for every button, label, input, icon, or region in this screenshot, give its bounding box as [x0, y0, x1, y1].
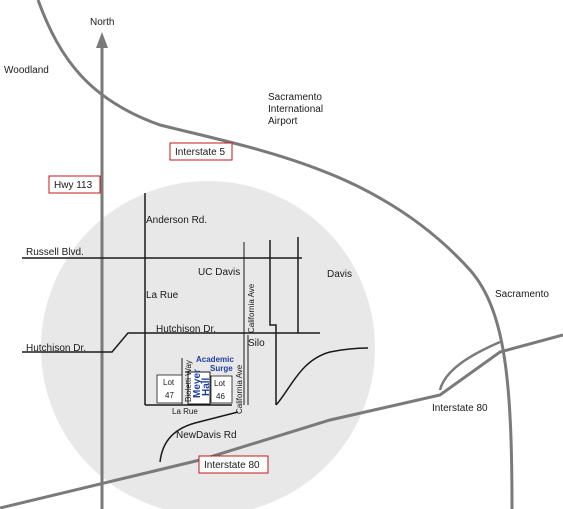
hutchison-dr-road: [22, 332, 320, 353]
interstate-80-ramp: [438, 340, 501, 391]
campus-area-circle: [41, 181, 375, 509]
uc-davis-label: UC Davis: [198, 267, 240, 278]
silo-label: Silo: [248, 338, 265, 349]
california-ave-lower-label: California Ave: [235, 364, 244, 414]
hwy-113-shield[interactable]: Hwy 113: [54, 180, 93, 191]
airport-label-line1: Sacramento: [268, 92, 322, 103]
new-davis-rd-road: [159, 411, 239, 463]
airport-label-line2: International: [268, 104, 323, 115]
interstate-80-shield[interactable]: Interstate 80: [204, 460, 260, 471]
davis-road-a: [269, 240, 277, 405]
anderson-label: Anderson Rd.: [146, 215, 207, 226]
silo-road: [275, 347, 369, 406]
bioletti-way-label: Bioletti Way: [184, 360, 193, 402]
interstate-5-shield-box: [169, 142, 233, 161]
interstate-5-road: [36, 0, 514, 509]
interstate-80-shield-box: [198, 455, 269, 474]
russell-label: Russell Blvd.: [26, 247, 84, 258]
lot-47-label-b: 47: [165, 391, 174, 400]
california-ave-upper-label: California Ave: [247, 283, 256, 333]
interstate-80-right-label: Interstate 80: [432, 403, 488, 414]
davis-label: Davis: [327, 269, 352, 280]
lot-46-label-b: 46: [216, 392, 225, 401]
hutchison-west-label: Hutchison Dr.: [26, 343, 86, 354]
la-rue-lower-label: La Rue: [172, 407, 198, 416]
la-rue-upper-label: La Rue: [146, 290, 179, 301]
interstate-80-road: [0, 333, 563, 509]
meyer-label: Meyer: [192, 369, 203, 398]
north-label: North: [90, 17, 114, 28]
lot-46-box[interactable]: [210, 375, 233, 404]
woodland-label: Woodland: [4, 65, 49, 76]
lot-47-box[interactable]: [156, 374, 183, 404]
lot-46-label-a: Lot: [214, 379, 226, 388]
hutchison-east-label: Hutchison Dr.: [156, 324, 216, 335]
lot-47-label-a: Lot: [163, 378, 175, 387]
academic-surge-label-line1: Academic: [196, 355, 234, 364]
north-arrow-icon: [96, 32, 108, 48]
hwy-113-shield-box: [48, 175, 101, 194]
hall-label: Hall: [201, 377, 212, 396]
new-davis-label: NewDavis Rd: [176, 430, 237, 441]
sacramento-label: Sacramento: [495, 289, 549, 300]
academic-surge-label-line2: Surge: [210, 364, 233, 373]
interstate-5-shield[interactable]: Interstate 5: [175, 147, 225, 158]
airport-label-line3: Airport: [268, 116, 298, 127]
